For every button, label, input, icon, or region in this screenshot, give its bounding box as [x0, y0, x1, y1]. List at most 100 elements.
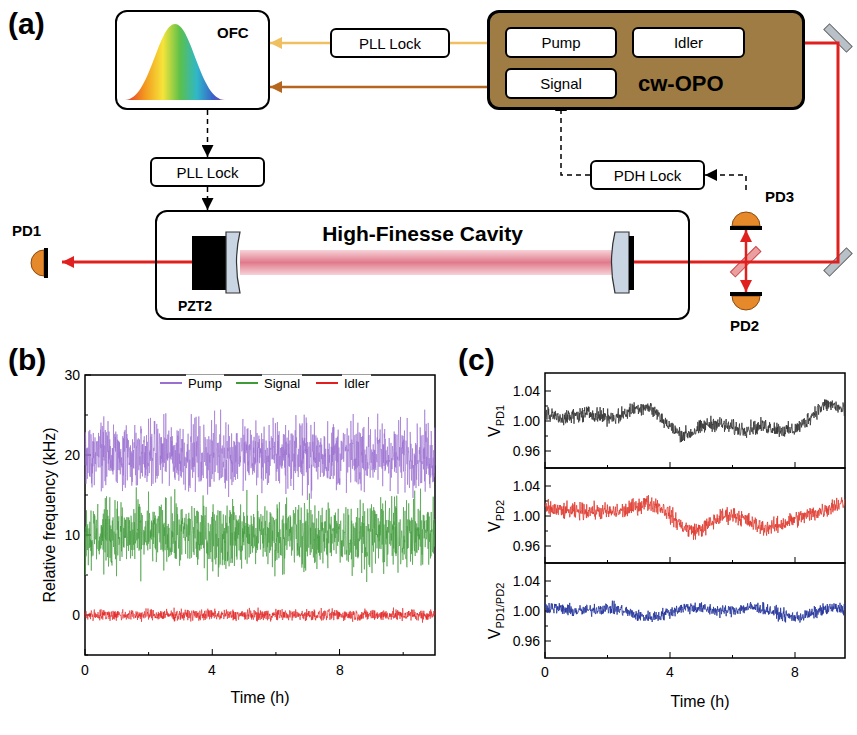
label: 1.00: [513, 603, 540, 619]
node-text: PDH Lock: [614, 167, 682, 184]
label: 1.04: [513, 478, 540, 494]
detector-face: [730, 292, 762, 296]
node-text: Pump: [541, 34, 580, 51]
tick-mark: [795, 462, 796, 468]
legend-sample: [160, 382, 182, 384]
label: 30: [64, 367, 80, 383]
detector-dome: [732, 296, 760, 310]
plot-frame: [85, 375, 435, 655]
label: 8: [336, 662, 344, 678]
label: Time (h): [671, 693, 730, 711]
node-text: PLL Lock: [359, 35, 421, 52]
connector: [62, 261, 155, 264]
connector: [207, 110, 209, 157]
connector: [450, 42, 487, 45]
tick-mark: [545, 486, 551, 487]
label-text: 1.04: [513, 573, 540, 589]
beam-segment: [155, 261, 192, 264]
tick-mark: [403, 652, 404, 655]
label-text: PZT2: [178, 298, 212, 314]
label-text: Time (h): [231, 689, 290, 706]
data-trace: [545, 400, 845, 443]
tick-mark: [670, 462, 671, 468]
photodetector: PD1: [12, 222, 62, 282]
tick-mark: [545, 406, 548, 407]
node-text: PLL Lock: [177, 164, 239, 181]
tick-mark: [795, 557, 796, 563]
tick-mark: [85, 495, 88, 496]
label-text: 1.00: [513, 603, 540, 619]
legend-entry: Pump: [186, 375, 224, 392]
label: VPD2: [486, 500, 506, 532]
label: 0.96: [513, 538, 540, 554]
label-text: 4: [666, 664, 674, 680]
legend-text: Pump: [188, 376, 222, 391]
lock-box: PLL Lock: [330, 28, 450, 58]
tick-mark: [607, 465, 608, 468]
pzt-actuator: [192, 236, 226, 290]
tick-mark: [732, 655, 733, 658]
node-text: High-Finesse Cavity: [322, 222, 523, 246]
cavity-mirror: [226, 232, 240, 293]
tick-mark: [670, 557, 671, 563]
tick-mark: [545, 516, 551, 517]
plot-frame: [545, 373, 845, 468]
label: 0: [541, 664, 549, 680]
label: 0: [72, 607, 80, 623]
label-text: 0.96: [513, 538, 540, 554]
plot-data: [85, 375, 845, 658]
tick-mark: [339, 649, 340, 655]
cavity-beam: [240, 250, 615, 275]
photodetector: PD3: [729, 190, 791, 230]
label-text: 1.04: [513, 383, 540, 399]
plot-frame: [545, 563, 845, 658]
detector-face: [730, 226, 762, 230]
subscript-text: PD1: [494, 405, 506, 426]
label: (c): [458, 343, 495, 377]
label-text: Relative frequency (kHz): [41, 427, 58, 602]
tick-mark: [545, 596, 548, 597]
cavity-box: High-Finesse Cavity: [155, 210, 690, 320]
label-text: 0: [81, 662, 89, 678]
legend-text: Signal: [264, 376, 300, 391]
comb-spectrum: [125, 24, 225, 100]
cavity-mirror: [612, 232, 630, 293]
legend-entry: Idler: [342, 375, 371, 392]
label-text: 0: [72, 607, 80, 623]
label-text: V: [486, 629, 503, 640]
label-text: 4: [208, 662, 216, 678]
label: 1.00: [513, 413, 540, 429]
legend-sample: [316, 382, 338, 384]
label: 4: [666, 664, 674, 680]
label: 20: [64, 447, 80, 463]
tick-mark: [607, 655, 608, 658]
tick-mark: [795, 652, 796, 658]
label: VPD1: [486, 405, 506, 437]
label-text: (c): [458, 343, 495, 376]
legend-text: Idler: [344, 376, 369, 391]
label-text: 1.00: [513, 413, 540, 429]
node-text: OFC: [217, 24, 249, 41]
label-text: 0.96: [513, 443, 540, 459]
label-text: V: [486, 521, 503, 532]
photodetector: PD2: [729, 292, 763, 337]
node-text: cw-OPO: [638, 71, 724, 97]
node-text: PD1: [12, 222, 41, 239]
label: Time (h): [231, 689, 290, 707]
tick-mark: [545, 501, 548, 502]
tick-mark: [670, 652, 671, 658]
tick-mark: [85, 415, 88, 416]
node-text: PD3: [765, 188, 794, 205]
tick-mark: [212, 649, 213, 655]
label: 10: [64, 527, 80, 543]
tick-mark: [545, 436, 548, 437]
tick-mark: [545, 581, 551, 582]
subscript-text: PD2: [494, 500, 506, 521]
label: (a): [8, 7, 45, 41]
connector: [561, 99, 590, 175]
tick-mark: [545, 451, 551, 452]
data-trace: [545, 495, 845, 540]
label: 4: [208, 662, 216, 678]
label-text: V: [486, 426, 503, 437]
